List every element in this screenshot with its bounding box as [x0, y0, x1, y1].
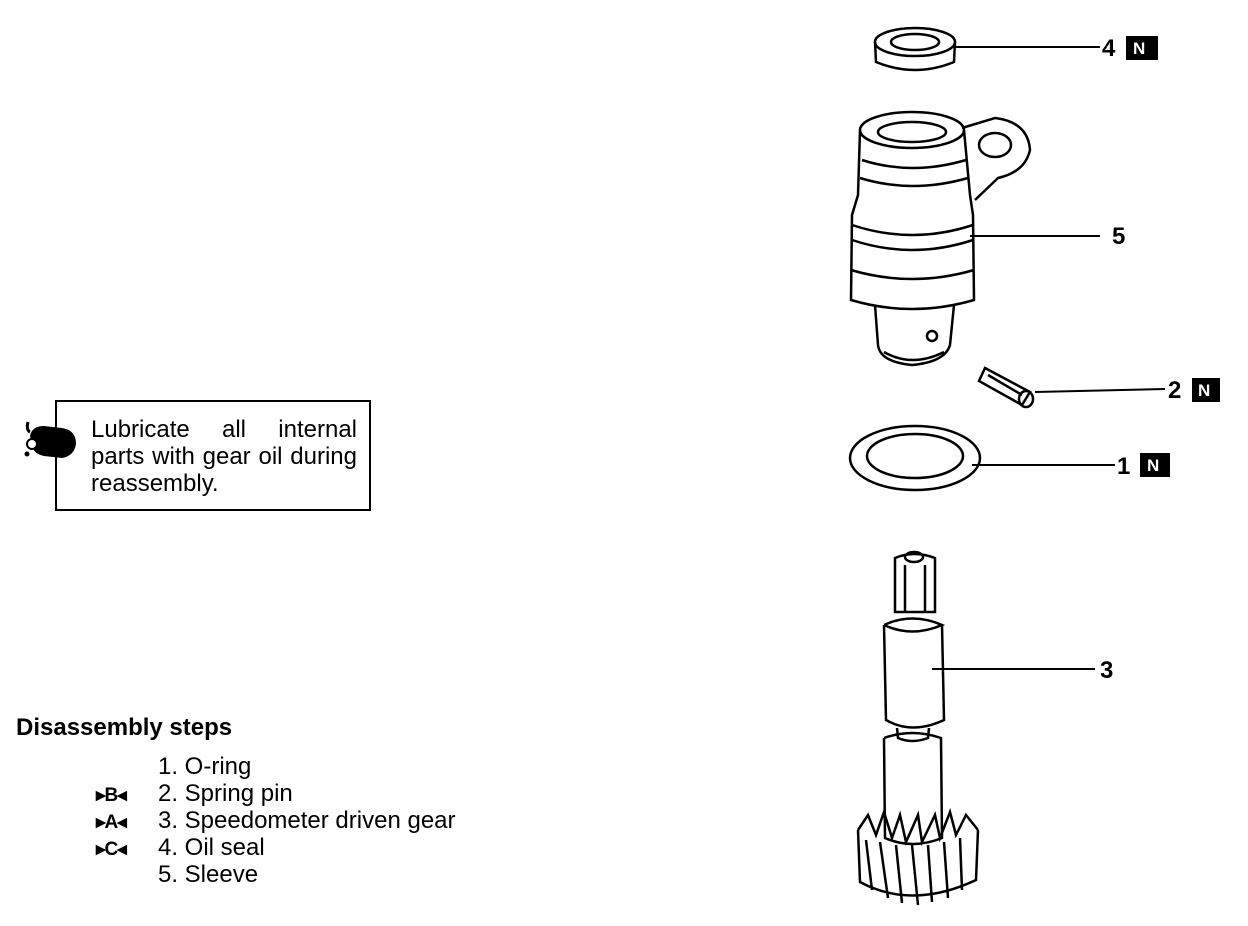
list-item: 1. O-ring — [157, 753, 252, 780]
svg-text:1: 1 — [1117, 453, 1130, 480]
callout-3: 3 — [1100, 657, 1113, 684]
n-badge: N — [1133, 39, 1145, 58]
oil-can-icon — [24, 421, 76, 458]
svg-text:2: 2 — [1168, 377, 1181, 404]
driven-gear-part — [856, 550, 980, 906]
svg-text:3: 3 — [1100, 657, 1113, 684]
steps-list: 1. O-ring ▸B◂2. Spring pin ▸A◂3. Speedom… — [96, 753, 456, 888]
list-item: 5. Sleeve — [157, 861, 259, 888]
callout-1: 1 N — [1117, 453, 1170, 480]
svg-text:4: 4 — [1102, 35, 1116, 62]
svg-text:5: 5 — [1112, 223, 1125, 250]
callout-5: 5 — [1112, 223, 1125, 250]
list-item: ▸B◂2. Spring pin — [96, 780, 293, 807]
oil-seal-part — [873, 26, 957, 72]
note-text: Lubricate all internal parts with gear o… — [91, 416, 357, 497]
list-item: ▸C◂4. Oil seal — [96, 834, 265, 861]
n-badge: N — [1198, 381, 1210, 400]
sleeve-part — [849, 110, 1032, 367]
spring-pin-part — [977, 366, 1035, 409]
steps-title: Disassembly steps — [16, 714, 233, 741]
list-item: ▸A◂3. Speedometer driven gear — [96, 807, 456, 834]
o-ring-part — [848, 424, 982, 492]
callout-2: 2 N — [1168, 377, 1220, 404]
callout-4: 4 N — [1102, 35, 1158, 62]
lubrication-note: Lubricate all internal parts with gear o… — [55, 400, 371, 511]
n-badge: N — [1147, 456, 1159, 475]
